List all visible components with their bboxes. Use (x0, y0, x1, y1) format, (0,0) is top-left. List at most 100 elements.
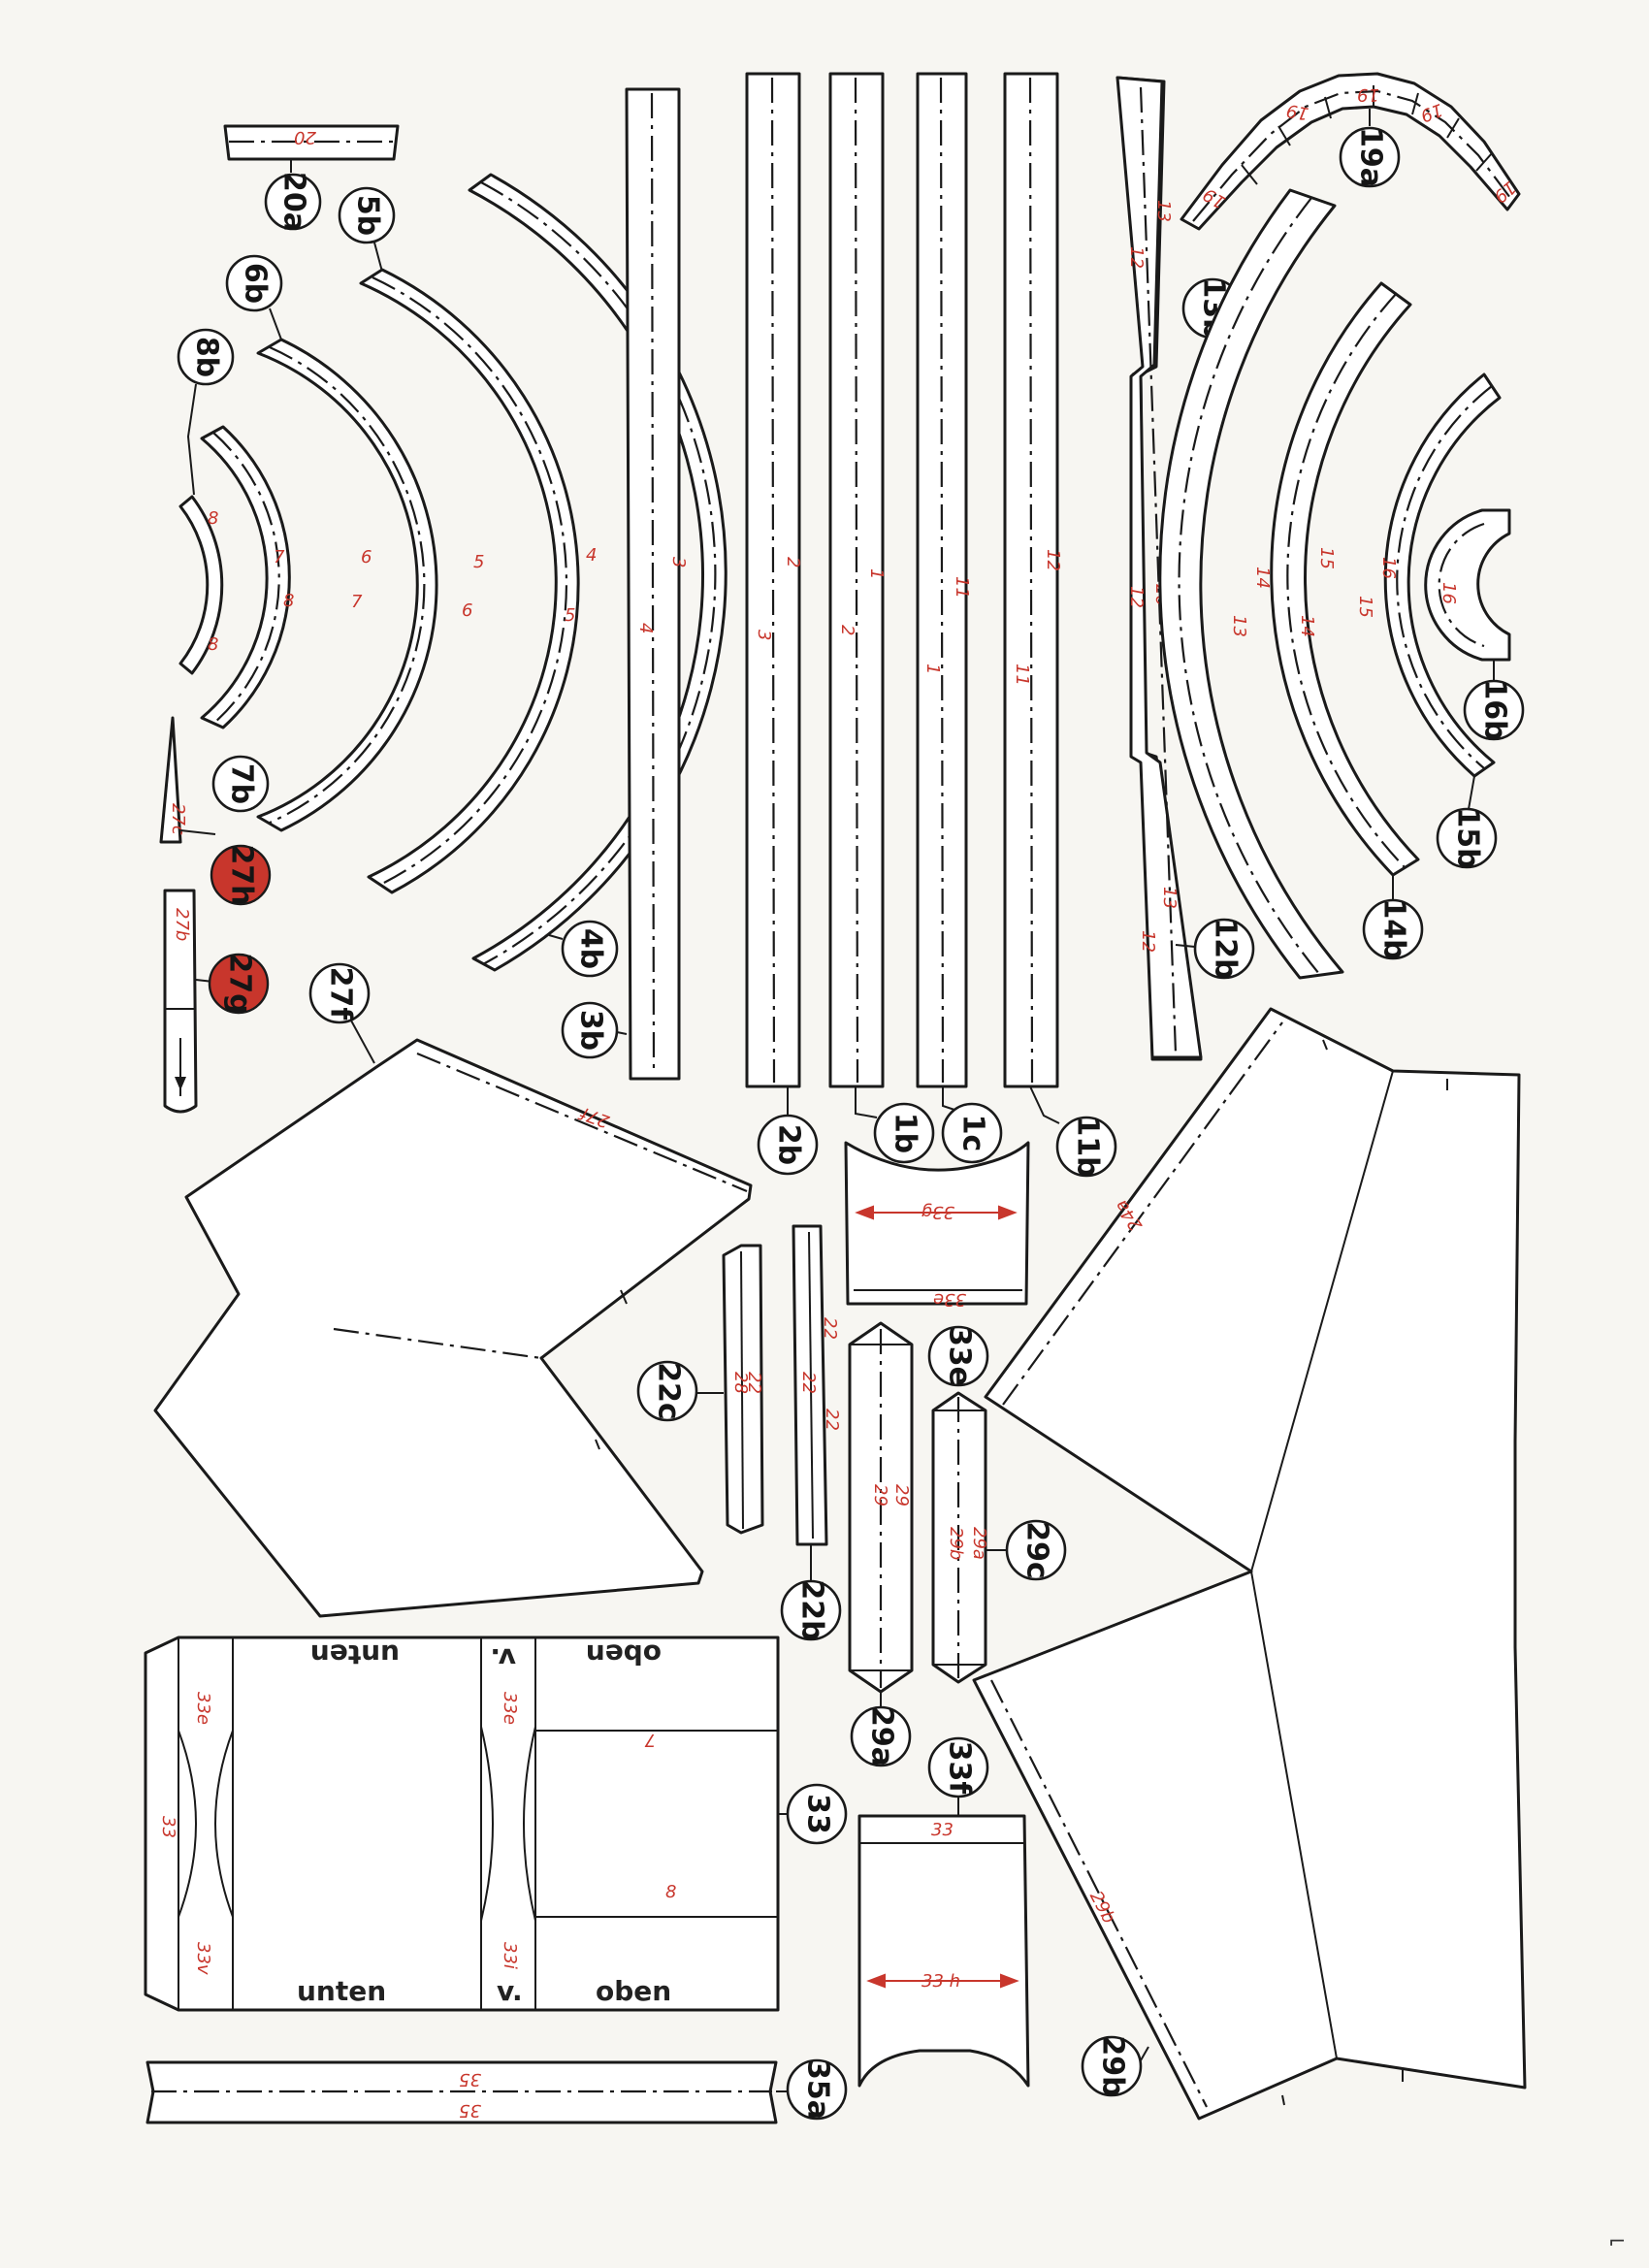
svg-text:29b: 29b (1096, 2035, 1130, 2096)
part-27c: 27c (159, 716, 188, 844)
label-6b: 6b (225, 254, 283, 312)
arc-part-13: 13 14 (1158, 188, 1344, 980)
svg-text:19: 19 (1285, 100, 1310, 124)
label-5b: 5b (338, 186, 396, 244)
svg-text:22: 22 (744, 1372, 764, 1394)
svg-text:4: 4 (635, 623, 656, 633)
svg-text:2: 2 (837, 625, 857, 635)
label-12b: 12b (1193, 918, 1255, 980)
svg-text:1b: 1b (889, 1113, 922, 1153)
part-35a: 35 35 (146, 2060, 778, 2124)
label-19a: 19a (1339, 126, 1401, 188)
svg-text:29: 29 (891, 1484, 912, 1507)
svg-text:8: 8 (208, 634, 218, 655)
svg-text:33e: 33e (193, 1692, 213, 1725)
svg-text:28: 28 (730, 1372, 751, 1394)
label-3b: 3b (561, 1001, 619, 1059)
svg-text:33 h: 33 h (922, 1971, 960, 1992)
svg-text:3: 3 (668, 557, 689, 567)
strip-2: 2 3 (745, 72, 803, 1088)
part-33g: 33g 33e (844, 1141, 1030, 1310)
strip-12: 12 11 (1003, 72, 1063, 1088)
svg-text:12: 12 (1043, 549, 1063, 571)
svg-text:11b: 11b (1071, 1116, 1105, 1177)
label-4b: 4b (561, 920, 619, 978)
svg-text:35: 35 (459, 2069, 481, 2090)
svg-text:22: 22 (798, 1372, 819, 1394)
svg-text:15b: 15b (1451, 807, 1485, 868)
svg-text:6: 6 (361, 547, 372, 567)
label-27h: 27h (210, 844, 272, 906)
svg-text:33e: 33e (500, 1692, 520, 1725)
svg-text:33v: 33v (193, 1942, 213, 1975)
svg-text:unten: unten (297, 1975, 386, 2007)
svg-text:12: 12 (1126, 586, 1147, 608)
svg-text:14: 14 (1252, 567, 1273, 589)
arc-part-16: 16 (1424, 508, 1511, 662)
red-mark-20: 20 (294, 127, 316, 147)
svg-text:33e: 33e (943, 1326, 977, 1386)
svg-text:oben: oben (586, 1638, 662, 1670)
svg-text:7: 7 (351, 592, 363, 612)
svg-text:33f: 33f (943, 1741, 977, 1796)
svg-text:v.: v. (497, 1975, 523, 2007)
svg-text:15: 15 (1316, 547, 1337, 569)
svg-text:7b: 7b (225, 763, 259, 804)
svg-text:12: 12 (1138, 930, 1158, 953)
svg-text:15: 15 (1355, 596, 1375, 618)
svg-text:12b: 12b (1209, 918, 1243, 979)
label-29a: 29a (850, 1705, 912, 1767)
strip-12-13-20: 12 13 12 20 12 13 (1116, 76, 1203, 1061)
svg-text:12: 12 (1126, 246, 1147, 269)
label-29c: 29c (1005, 1519, 1067, 1581)
part-33: unten oben v. unten oben v. 33e 33i 7 8 … (144, 1636, 780, 2012)
svg-text:4b: 4b (574, 928, 608, 969)
label-11b: 11b (1055, 1116, 1117, 1178)
svg-text:13: 13 (1159, 887, 1180, 909)
svg-text:33i: 33i (500, 1942, 520, 1969)
svg-text:16: 16 (1439, 582, 1459, 604)
svg-text:8b: 8b (190, 337, 224, 377)
svg-text:1: 1 (866, 568, 887, 579)
svg-text:7: 7 (644, 1730, 656, 1750)
svg-text:5: 5 (565, 605, 575, 626)
strip-1: 1 2 (828, 72, 887, 1088)
part-20a: 20 (223, 124, 400, 161)
svg-text:8: 8 (283, 591, 294, 611)
part-29a-lozenge: 29 29 (848, 1321, 914, 1694)
part-22c: 22 28 (722, 1244, 764, 1535)
svg-text:33: 33 (158, 1816, 178, 1838)
svg-text:v.: v. (490, 1642, 516, 1674)
svg-text:22c: 22c (652, 1362, 686, 1420)
svg-text:27f: 27f (324, 967, 358, 1021)
arc-part-5: 5 6 (359, 268, 580, 894)
svg-text:6b: 6b (239, 263, 273, 304)
svg-text:35a: 35a (801, 2059, 835, 2120)
arc-part-14: 14 15 (1270, 281, 1420, 877)
svg-text:5b: 5b (351, 195, 385, 236)
svg-text:27h: 27h (225, 844, 259, 905)
corner-mark: ⌐ (1608, 2230, 1626, 2254)
svg-text:29: 29 (870, 1484, 890, 1507)
svg-text:5: 5 (473, 552, 484, 572)
svg-text:16: 16 (1378, 557, 1399, 579)
svg-text:27g: 27g (223, 953, 257, 1014)
label-1b: 1b (873, 1102, 935, 1164)
arc-part-15: 15 16 (1355, 373, 1502, 778)
svg-text:33: 33 (931, 1820, 954, 1840)
label-8b: 8b (177, 328, 235, 386)
label-16b: 16b (1463, 679, 1525, 741)
svg-text:33: 33 (801, 1794, 835, 1834)
svg-text:2b: 2b (772, 1124, 806, 1165)
svg-text:19a: 19a (1354, 127, 1388, 187)
label-15b: 15b (1436, 807, 1498, 869)
part-19a: 19 19 19 19 19 (1180, 72, 1521, 231)
label-7b: 7b (211, 755, 270, 813)
svg-text:3: 3 (754, 630, 774, 640)
svg-text:33g: 33g (922, 1202, 954, 1222)
label-33: 33 (786, 1783, 848, 1845)
svg-text:13: 13 (1229, 615, 1249, 637)
label-22c: 22c (636, 1360, 698, 1422)
label-27f: 27f (308, 962, 371, 1024)
strip-3: 3 4 (625, 87, 689, 1081)
